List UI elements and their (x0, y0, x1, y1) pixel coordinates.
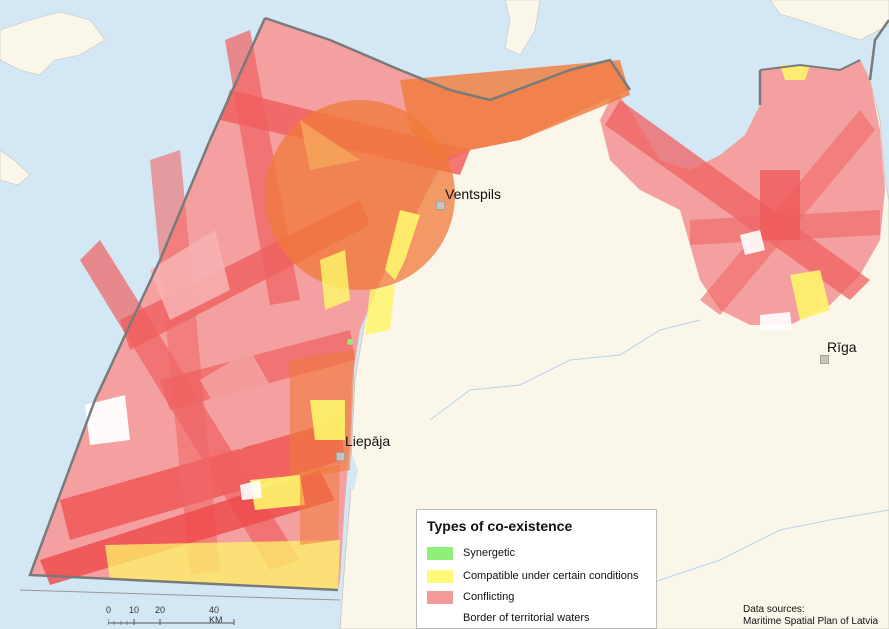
legend-swatch-compatible (427, 569, 453, 583)
legend-item-compatible: Compatible under certain conditions (427, 568, 639, 584)
legend-label: Synergetic (463, 547, 515, 559)
legend-label: Compatible under certain conditions (463, 570, 639, 582)
map-legend: Types of co-existence Synergetic Compati… (416, 509, 657, 629)
scale-tick-label: 10 (129, 605, 140, 615)
border-territorial-waters (264, 16, 632, 102)
city-label-riga: Rīga (827, 339, 857, 355)
island-left (0, 11, 106, 76)
river (429, 319, 701, 421)
island-top-right (769, 0, 889, 41)
city-marker-riga (820, 355, 829, 364)
legend-item-border: Border of territorial waters (427, 610, 590, 626)
data-sources: Data sources: Maritime Spatial Plan of L… (743, 604, 878, 628)
scale-tick-label: 20 (155, 605, 166, 615)
legend-label: Border of territorial waters (463, 612, 590, 624)
city-label-liepaja: Liepāja (345, 433, 391, 449)
scale-bar-ruler (108, 619, 235, 625)
island-left-small (0, 149, 31, 186)
legend-swatch-synergetic (427, 546, 453, 560)
legend-item-conflicting: Conflicting (427, 589, 514, 605)
sources-line2: Maritime Spatial Plan of Latvia (743, 616, 879, 627)
zone-synergetic (347, 339, 353, 345)
city-label-ventspils: Ventspils (445, 186, 502, 202)
legend-item-synergetic: Synergetic (427, 545, 515, 561)
scale-tick-label: 0 (106, 605, 112, 615)
city-marker-liepaja (336, 452, 345, 461)
scale-tick-label: 40 KM (209, 605, 223, 625)
coexistence-zones (30, 18, 885, 590)
legend-label: Conflicting (463, 591, 515, 603)
legend-title: Types of co-existence (427, 518, 573, 534)
island-top (504, 0, 541, 56)
legend-swatch-conflicting (427, 590, 453, 604)
sources-line1: Data sources: (743, 604, 805, 615)
legend-swatch-border (427, 611, 453, 625)
city-marker-ventspils (436, 201, 445, 210)
